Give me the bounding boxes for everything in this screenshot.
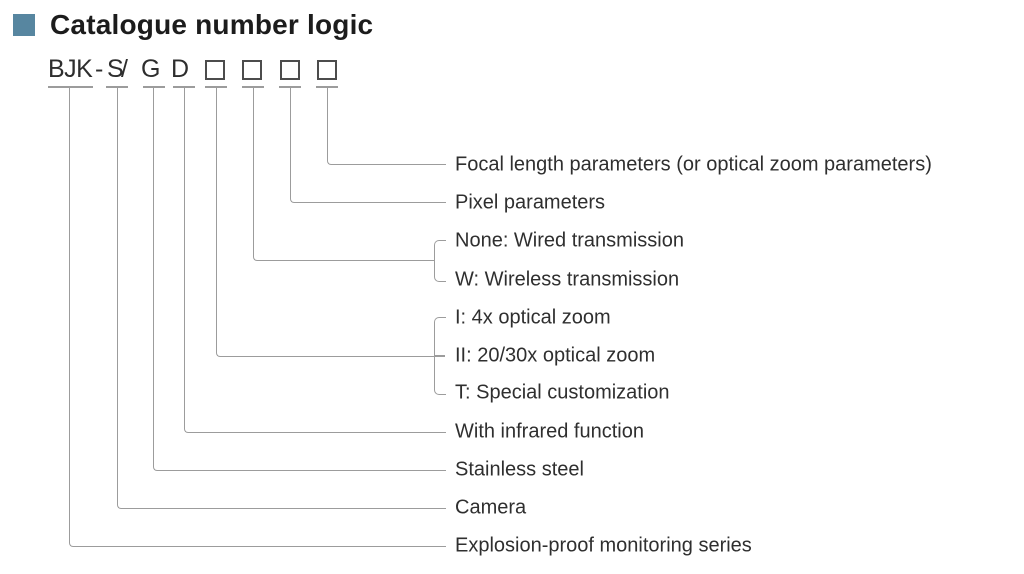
label-w-wireless: W: Wireless transmission <box>455 268 680 291</box>
connector-infrared <box>184 86 446 433</box>
section-bullet-icon <box>13 14 35 36</box>
label-pixel-parameters: Pixel parameters <box>455 191 606 214</box>
code-segment-s: S <box>107 55 124 83</box>
page-title: Catalogue number logic <box>50 9 374 40</box>
label-none-wired: None: Wired transmission <box>455 229 684 252</box>
connector-stainless <box>153 86 446 471</box>
bracket-transmission <box>434 240 446 282</box>
placeholder-box-4 <box>317 60 337 80</box>
connector-optical-zoom <box>216 86 435 357</box>
label-i-4x-zoom: I: 4x optical zoom <box>455 306 611 329</box>
connector-transmission <box>253 86 435 261</box>
connector-series <box>69 86 446 547</box>
code-segment-dash: - <box>95 55 103 83</box>
code-segment-bjk: BJK <box>48 55 93 83</box>
label-explosion-proof-series: Explosion-proof monitoring series <box>455 534 752 557</box>
code-segment-slash: / <box>121 55 128 83</box>
label-infrared-function: With infrared function <box>455 420 644 443</box>
connector-pixel <box>290 86 446 203</box>
placeholder-box-1 <box>205 60 225 80</box>
connector-focal-length <box>327 86 446 165</box>
label-camera: Camera <box>455 496 527 519</box>
connector-camera <box>117 86 446 509</box>
placeholder-box-2 <box>242 60 262 80</box>
label-focal-length-parameters: Focal length parameters (or optical zoom… <box>455 153 932 176</box>
code-segment-g: G <box>141 55 160 83</box>
label-t-special: T: Special customization <box>455 381 670 404</box>
placeholder-box-3 <box>280 60 300 80</box>
label-ii-20-30x-zoom: II: 20/30x optical zoom <box>455 344 656 367</box>
bracket-optical-zoom-mid-tick <box>434 355 445 357</box>
label-stainless-steel: Stainless steel <box>455 458 584 481</box>
code-segment-d: D <box>171 55 189 83</box>
